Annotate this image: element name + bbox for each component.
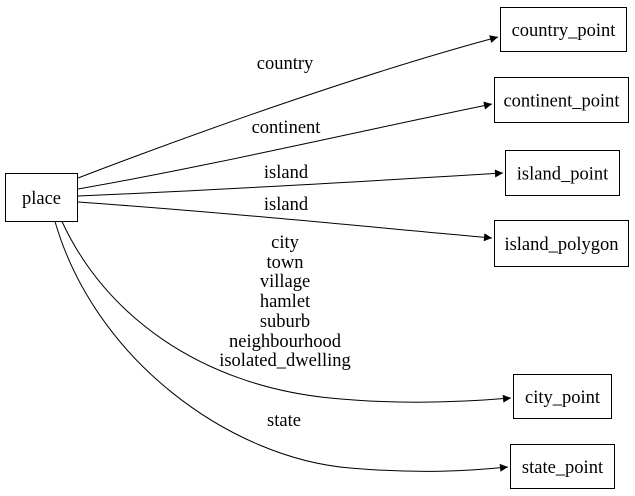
node-state-point: state_point	[510, 444, 615, 489]
edge-label-town: town	[267, 253, 304, 273]
edge-label-city: city	[271, 233, 299, 253]
node-city-point-box	[513, 374, 612, 419]
edge-place-state-point	[54, 221, 509, 472]
edge-label-island-polygon: island	[264, 195, 309, 215]
edge-label-neighbourhood: neighbourhood	[229, 332, 342, 352]
edge-label-state: state	[267, 411, 301, 431]
edge-place-country-point	[77, 35, 499, 179]
node-continent-point-label: continent_point	[503, 92, 620, 112]
node-island-polygon-label: island_polygon	[504, 235, 618, 255]
node-place: place	[5, 173, 78, 222]
edge-label-hamlet: hamlet	[260, 292, 311, 312]
edge-label-continent: continent	[252, 118, 322, 138]
edge-label-isolated-dwelling: isolated_dwelling	[219, 351, 351, 371]
node-island-point-box	[505, 150, 620, 196]
edge-label-suburb: suburb	[260, 312, 310, 332]
edge-place-island-point	[77, 169, 504, 197]
edge-label-city-point: city town village hamlet suburb neighbou…	[219, 233, 351, 371]
node-city-point-label: city_point	[525, 388, 601, 408]
node-continent-point: continent_point	[494, 77, 629, 123]
edge-place-island-polygon	[77, 201, 493, 242]
edge-label-country: country	[257, 54, 314, 74]
edge-label-island-point: island	[264, 163, 309, 183]
node-city-point: city_point	[513, 374, 612, 419]
node-continent-point-box	[494, 77, 629, 123]
node-state-point-label: state_point	[522, 458, 604, 478]
node-place-box	[5, 173, 78, 222]
node-island-polygon: island_polygon	[494, 220, 629, 267]
node-place-label: place	[22, 189, 61, 209]
node-island-point: island_point	[505, 150, 620, 196]
edge-place-continent-point	[77, 101, 493, 190]
node-country-point: country_point	[500, 7, 627, 52]
node-island-polygon-box	[494, 220, 629, 267]
edge-place-city-point	[61, 221, 512, 403]
node-country-point-box	[500, 7, 627, 52]
node-country-point-label: country_point	[512, 21, 617, 41]
edge-label-village: village	[260, 272, 310, 292]
node-island-point-label: island_point	[517, 165, 609, 185]
node-state-point-box	[510, 444, 615, 489]
